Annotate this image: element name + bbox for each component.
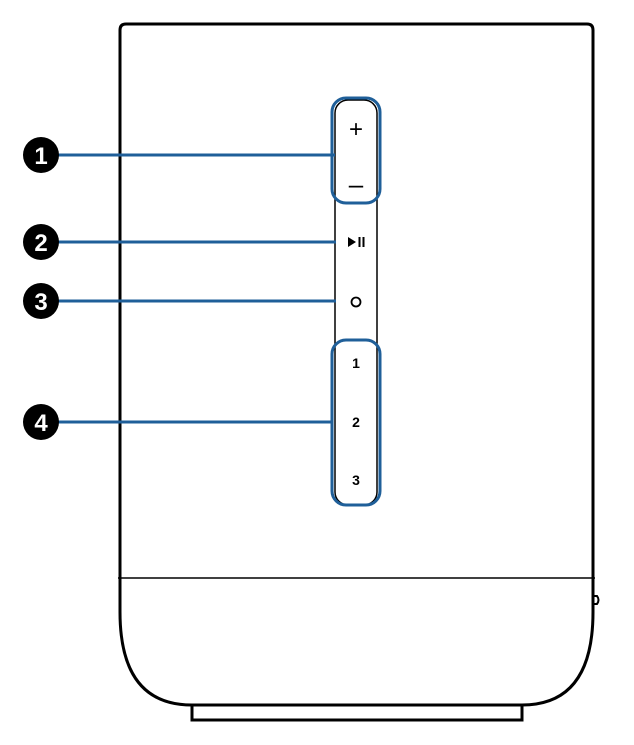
callout-badge-circle-2 (23, 224, 59, 260)
callout-badge-2: 2 (23, 224, 59, 260)
highlight-boxes (330, 96, 382, 507)
callout-badge-circle-3 (23, 283, 59, 319)
preset-3-label: 3 (352, 472, 360, 488)
preset-3-button[interactable]: 3 (352, 472, 360, 488)
speaker-base (118, 578, 595, 707)
callout-number-4: 4 (34, 410, 48, 437)
bluetooth-button[interactable] (350, 296, 362, 308)
volume-down-label: – (349, 169, 364, 199)
callout-number-2: 2 (34, 230, 47, 257)
preset-group-highlight (330, 338, 382, 507)
callout-lines (58, 153, 336, 424)
preset-1-label: 1 (352, 355, 360, 371)
preset-2-button[interactable]: 2 (352, 414, 360, 430)
callout-badge-4: 4 (23, 404, 59, 440)
circle-icon (350, 296, 362, 308)
preset-2-label: 2 (352, 414, 360, 430)
callout-badge-3: 3 (23, 283, 59, 319)
speaker-port (593, 595, 600, 605)
speaker-foot (190, 705, 524, 722)
play-pause-button[interactable] (348, 237, 365, 247)
preset-1-button[interactable]: 1 (352, 355, 360, 371)
callout-badge-circle-1 (23, 137, 59, 173)
control-strip (334, 99, 378, 506)
speaker-body (118, 22, 600, 722)
volume-up-label: + (349, 116, 363, 143)
callout-number-1: 1 (34, 143, 47, 170)
callout-badge-circle-4 (23, 404, 59, 440)
callout-number-3: 3 (34, 289, 47, 316)
volume-up-button[interactable]: + (349, 116, 363, 143)
volume-group-highlight (330, 96, 382, 205)
callout-badge-1: 1 (23, 137, 59, 173)
volume-down-button[interactable]: – (349, 169, 364, 199)
control-strip-outline (334, 99, 378, 506)
speaker-upper-body (118, 22, 595, 578)
play-pause-icon (348, 237, 365, 247)
